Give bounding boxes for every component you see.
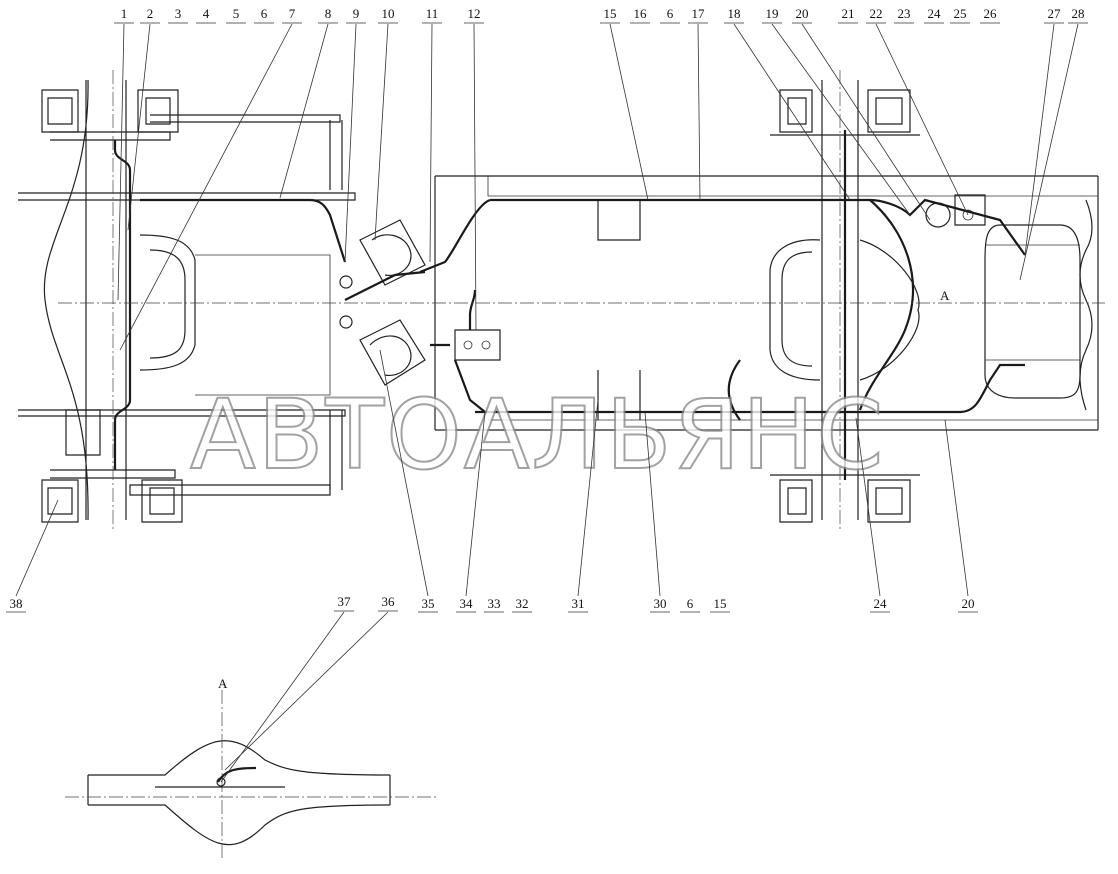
callout-leader	[855, 417, 881, 597]
callout-leader	[117, 23, 125, 301]
callout-label: 6	[261, 6, 268, 21]
section-view-a: A	[65, 676, 438, 860]
callout-label: 24	[874, 596, 888, 611]
callout-label: 22	[870, 6, 883, 21]
callout-label: 8	[325, 6, 332, 21]
callout-label: 37	[338, 594, 352, 609]
distribution-valve	[454, 329, 501, 361]
callout-label: 33	[488, 596, 501, 611]
callout-label: 18	[728, 6, 741, 21]
callout-leader	[119, 23, 293, 351]
centerlines	[58, 70, 1105, 530]
callout-label: 3	[175, 6, 182, 21]
front-axle	[43, 79, 343, 521]
callout-label: 6	[667, 6, 674, 21]
callout-leader	[697, 23, 701, 201]
callout-label: 20	[796, 6, 809, 21]
callout-leader	[609, 23, 649, 201]
air-lines	[113, 130, 1026, 480]
callout-label: 11	[426, 6, 439, 21]
callout-label: 31	[572, 596, 585, 611]
callout-leader	[224, 611, 389, 771]
callout-label: 25	[954, 6, 967, 21]
callout-leader	[374, 23, 389, 241]
callout-leader	[1019, 23, 1079, 281]
callout-label: 15	[604, 6, 617, 21]
callout-label: 7	[289, 6, 296, 21]
callout-label: 19	[766, 6, 779, 21]
callout-leader	[379, 349, 429, 597]
callout-label: 26	[984, 6, 998, 21]
callout-label: 27	[1048, 6, 1062, 21]
callout-label: 23	[898, 6, 911, 21]
callout-label: 6	[687, 596, 694, 611]
callout-label: 12	[468, 6, 481, 21]
callout-label: 21	[842, 6, 855, 21]
callout-label: 10	[382, 6, 395, 21]
callout-label: 5	[233, 6, 240, 21]
callout-leader	[465, 411, 486, 597]
callout-leader	[944, 419, 969, 597]
callout-leader	[1024, 23, 1055, 256]
section-marker-label: A	[940, 288, 950, 303]
front-left-hub	[41, 89, 179, 141]
callout-leader	[279, 23, 329, 199]
callout-label: 35	[422, 596, 435, 611]
callout-leader	[429, 23, 433, 263]
callout-leader	[15, 499, 59, 597]
callout-leaders	[6, 22, 1088, 783]
callout-leader	[344, 23, 357, 263]
callout-label: 16	[634, 6, 648, 21]
callout-label: 20	[962, 596, 975, 611]
callout-label: 1	[121, 6, 128, 21]
callout-label: 32	[516, 596, 529, 611]
callout-leader	[127, 23, 151, 231]
front-right-hub	[41, 469, 183, 523]
callout-label: 2	[147, 6, 154, 21]
callout-label: 15	[714, 596, 727, 611]
callout-leader	[473, 23, 477, 331]
callout-leader	[644, 411, 661, 597]
callout-leader	[771, 23, 911, 216]
brake-chambers-front	[339, 219, 426, 386]
watermark-text: АВТОАЛЬЯНС	[190, 379, 885, 491]
callout-label: 34	[460, 596, 474, 611]
callout-label: 30	[654, 596, 667, 611]
callout-leader	[733, 23, 851, 201]
rear-valve-assembly	[925, 194, 986, 228]
callout-label: 38	[10, 596, 23, 611]
callout-label: 9	[353, 6, 360, 21]
callout-leader	[801, 23, 931, 221]
callout-leader	[875, 23, 969, 216]
callout-label: 24	[928, 6, 942, 21]
callout-label: 36	[382, 594, 396, 609]
section-view-title: A	[218, 676, 228, 691]
air-receiver-tank	[984, 224, 1081, 399]
callout-label: 17	[692, 6, 706, 21]
callout-leader	[577, 399, 599, 597]
callout-label: 28	[1072, 6, 1085, 21]
callout-label: 4	[203, 6, 210, 21]
